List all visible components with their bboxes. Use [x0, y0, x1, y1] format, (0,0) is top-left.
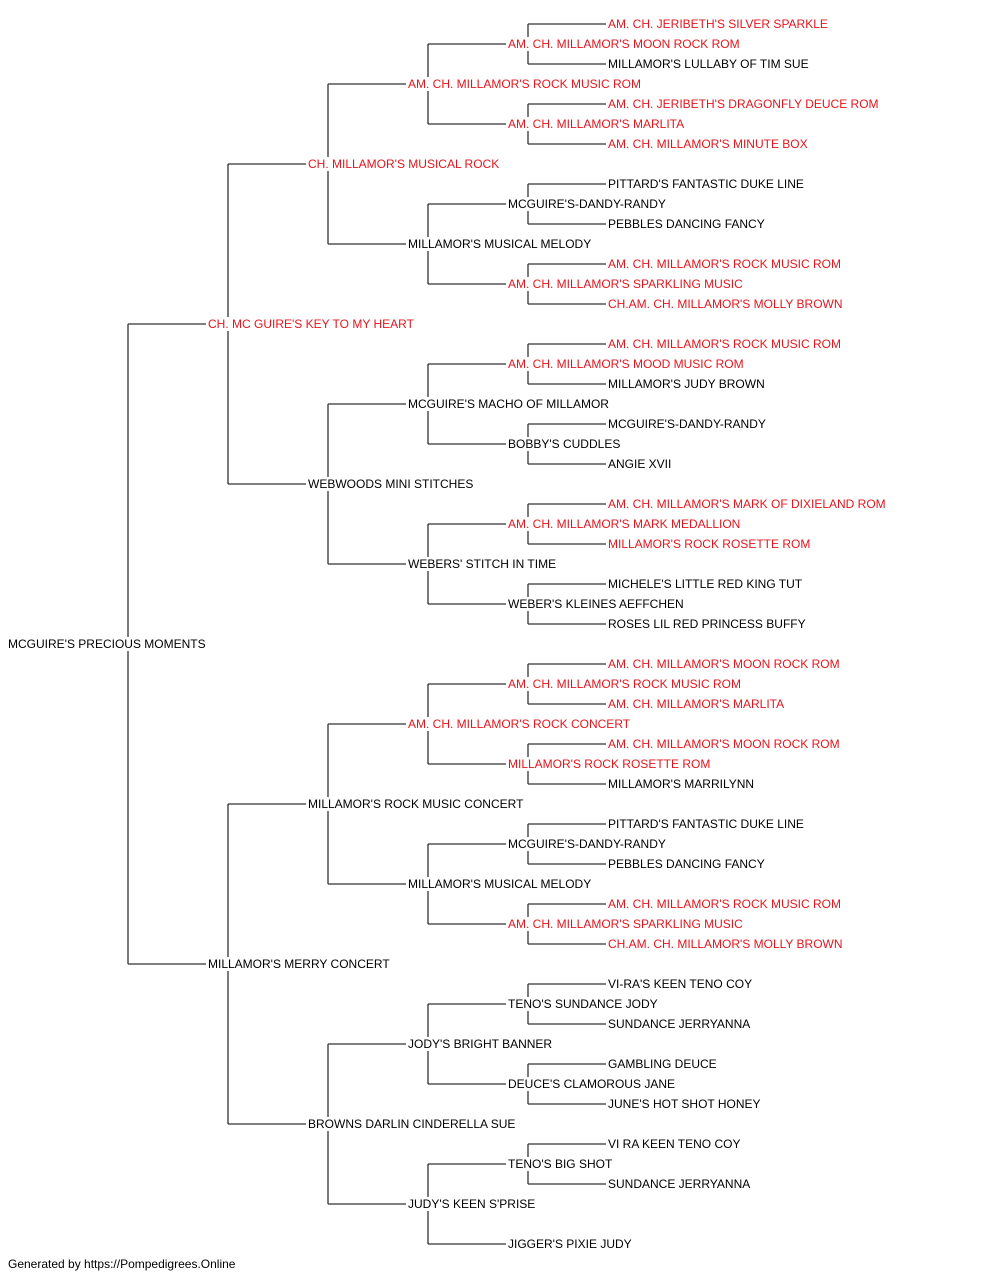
ancestor-name: AM. CH. MILLAMOR'S MOON ROCK ROM — [608, 737, 841, 751]
ancestor-name: GAMBLING DEUCE — [608, 1057, 718, 1071]
ancestor-name: AM. CH. MILLAMOR'S SPARKLING MUSIC — [508, 917, 744, 931]
ancestor-name: MILLAMOR'S MERRY CONCERT — [208, 957, 391, 971]
ancestor-name: AM. CH. MILLAMOR'S ROCK MUSIC ROM — [408, 77, 642, 91]
ancestor-name: MILLAMOR'S MUSICAL MELODY — [408, 877, 593, 891]
ancestor-name: JODY'S BRIGHT BANNER — [408, 1037, 554, 1051]
subject-dog-name: MCGUIRE'S PRECIOUS MOMENTS — [8, 637, 207, 651]
ancestor-name: CH. MILLAMOR'S MUSICAL ROCK — [308, 157, 501, 171]
ancestor-name: MILLAMOR'S MARRILYNN — [608, 777, 756, 791]
ancestor-name: SUNDANCE JERRYANNA — [608, 1017, 752, 1031]
ancestor-name: MICHELE'S LITTLE RED KING TUT — [608, 577, 804, 591]
ancestor-name: MILLAMOR'S ROCK ROSETTE ROM — [508, 757, 712, 771]
ancestor-name: AM. CH. MILLAMOR'S ROCK MUSIC ROM — [608, 337, 842, 351]
generator-credit: Generated by https://Pompedigrees.Online — [8, 1257, 236, 1271]
ancestor-name: MILLAMOR'S LULLABY OF TIM SUE — [608, 57, 810, 71]
ancestor-name: TENO'S BIG SHOT — [508, 1157, 614, 1171]
ancestor-name: AM. CH. MILLAMOR'S MINUTE BOX — [608, 137, 809, 151]
ancestor-name: AM. CH. MILLAMOR'S MARK OF DIXIELAND ROM — [608, 497, 887, 511]
ancestor-name: MCGUIRE'S-DANDY-RANDY — [508, 197, 667, 211]
ancestor-name: VI-RA'S KEEN TENO COY — [608, 977, 754, 991]
ancestor-name: AM. CH. MILLAMOR'S MARLITA — [508, 117, 686, 131]
ancestor-name: MILLAMOR'S JUDY BROWN — [608, 377, 766, 391]
ancestor-name: AM. CH. MILLAMOR'S ROCK MUSIC ROM — [608, 897, 842, 911]
ancestor-name: MILLAMOR'S ROCK MUSIC CONCERT — [308, 797, 525, 811]
ancestor-name: BOBBY'S CUDDLES — [508, 437, 622, 451]
ancestor-name: WEBERS' STITCH IN TIME — [408, 557, 558, 571]
ancestor-name: JUNE'S HOT SHOT HONEY — [608, 1097, 762, 1111]
ancestor-name: BROWNS DARLIN CINDERELLA SUE — [308, 1117, 517, 1131]
ancestor-name: AM. CH. MILLAMOR'S ROCK MUSIC ROM — [608, 257, 842, 271]
ancestor-name: AM. CH. MILLAMOR'S MARK MEDALLION — [508, 517, 742, 531]
ancestor-name: MILLAMOR'S MUSICAL MELODY — [408, 237, 593, 251]
ancestor-name: AM. CH. MILLAMOR'S ROCK MUSIC ROM — [508, 677, 742, 691]
ancestor-name: DEUCE'S CLAMOROUS JANE — [508, 1077, 676, 1091]
ancestor-name: TENO'S SUNDANCE JODY — [508, 997, 659, 1011]
ancestor-name: AM. CH. MILLAMOR'S MOON ROCK ROM — [508, 37, 741, 51]
ancestor-name: PEBBLES DANCING FANCY — [608, 217, 766, 231]
ancestor-name: AM. CH. MILLAMOR'S MOOD MUSIC ROM — [508, 357, 745, 371]
ancestor-name: AM. CH. MILLAMOR'S MARLITA — [608, 697, 786, 711]
ancestor-name: MCGUIRE'S-DANDY-RANDY — [608, 417, 767, 431]
ancestor-name: AM. CH. JERIBETH'S SILVER SPARKLE — [608, 17, 829, 31]
ancestor-name: WEBER'S KLEINES AEFFCHEN — [508, 597, 685, 611]
ancestor-name: AM. CH. MILLAMOR'S ROCK CONCERT — [408, 717, 632, 731]
ancestor-name: WEBWOODS MINI STITCHES — [308, 477, 475, 491]
ancestor-name: JUDY'S KEEN S'PRISE — [408, 1197, 537, 1211]
ancestor-name: CH.AM. CH. MILLAMOR'S MOLLY BROWN — [608, 297, 844, 311]
ancestor-name: AM. CH. MILLAMOR'S MOON ROCK ROM — [608, 657, 841, 671]
ancestor-name: AM. CH. JERIBETH'S DRAGONFLY DEUCE ROM — [608, 97, 880, 111]
ancestor-name: MCGUIRE'S-DANDY-RANDY — [508, 837, 667, 851]
ancestor-name: ROSES LIL RED PRINCESS BUFFY — [608, 617, 807, 631]
ancestor-name: VI RA KEEN TENO COY — [608, 1137, 742, 1151]
ancestor-name: AM. CH. MILLAMOR'S SPARKLING MUSIC — [508, 277, 744, 291]
ancestor-name: MCGUIRE'S MACHO OF MILLAMOR — [408, 397, 610, 411]
ancestor-name: PITTARD'S FANTASTIC DUKE LINE — [608, 177, 805, 191]
ancestor-name: SUNDANCE JERRYANNA — [608, 1177, 752, 1191]
ancestor-name: PEBBLES DANCING FANCY — [608, 857, 766, 871]
ancestor-name: PITTARD'S FANTASTIC DUKE LINE — [608, 817, 805, 831]
ancestor-name: JIGGER'S PIXIE JUDY — [508, 1237, 633, 1251]
ancestor-name: MILLAMOR'S ROCK ROSETTE ROM — [608, 537, 812, 551]
ancestor-name: ANGIE XVII — [608, 457, 673, 471]
ancestor-name: CH.AM. CH. MILLAMOR'S MOLLY BROWN — [608, 937, 844, 951]
ancestor-name: CH. MC GUIRE'S KEY TO MY HEART — [208, 317, 415, 331]
